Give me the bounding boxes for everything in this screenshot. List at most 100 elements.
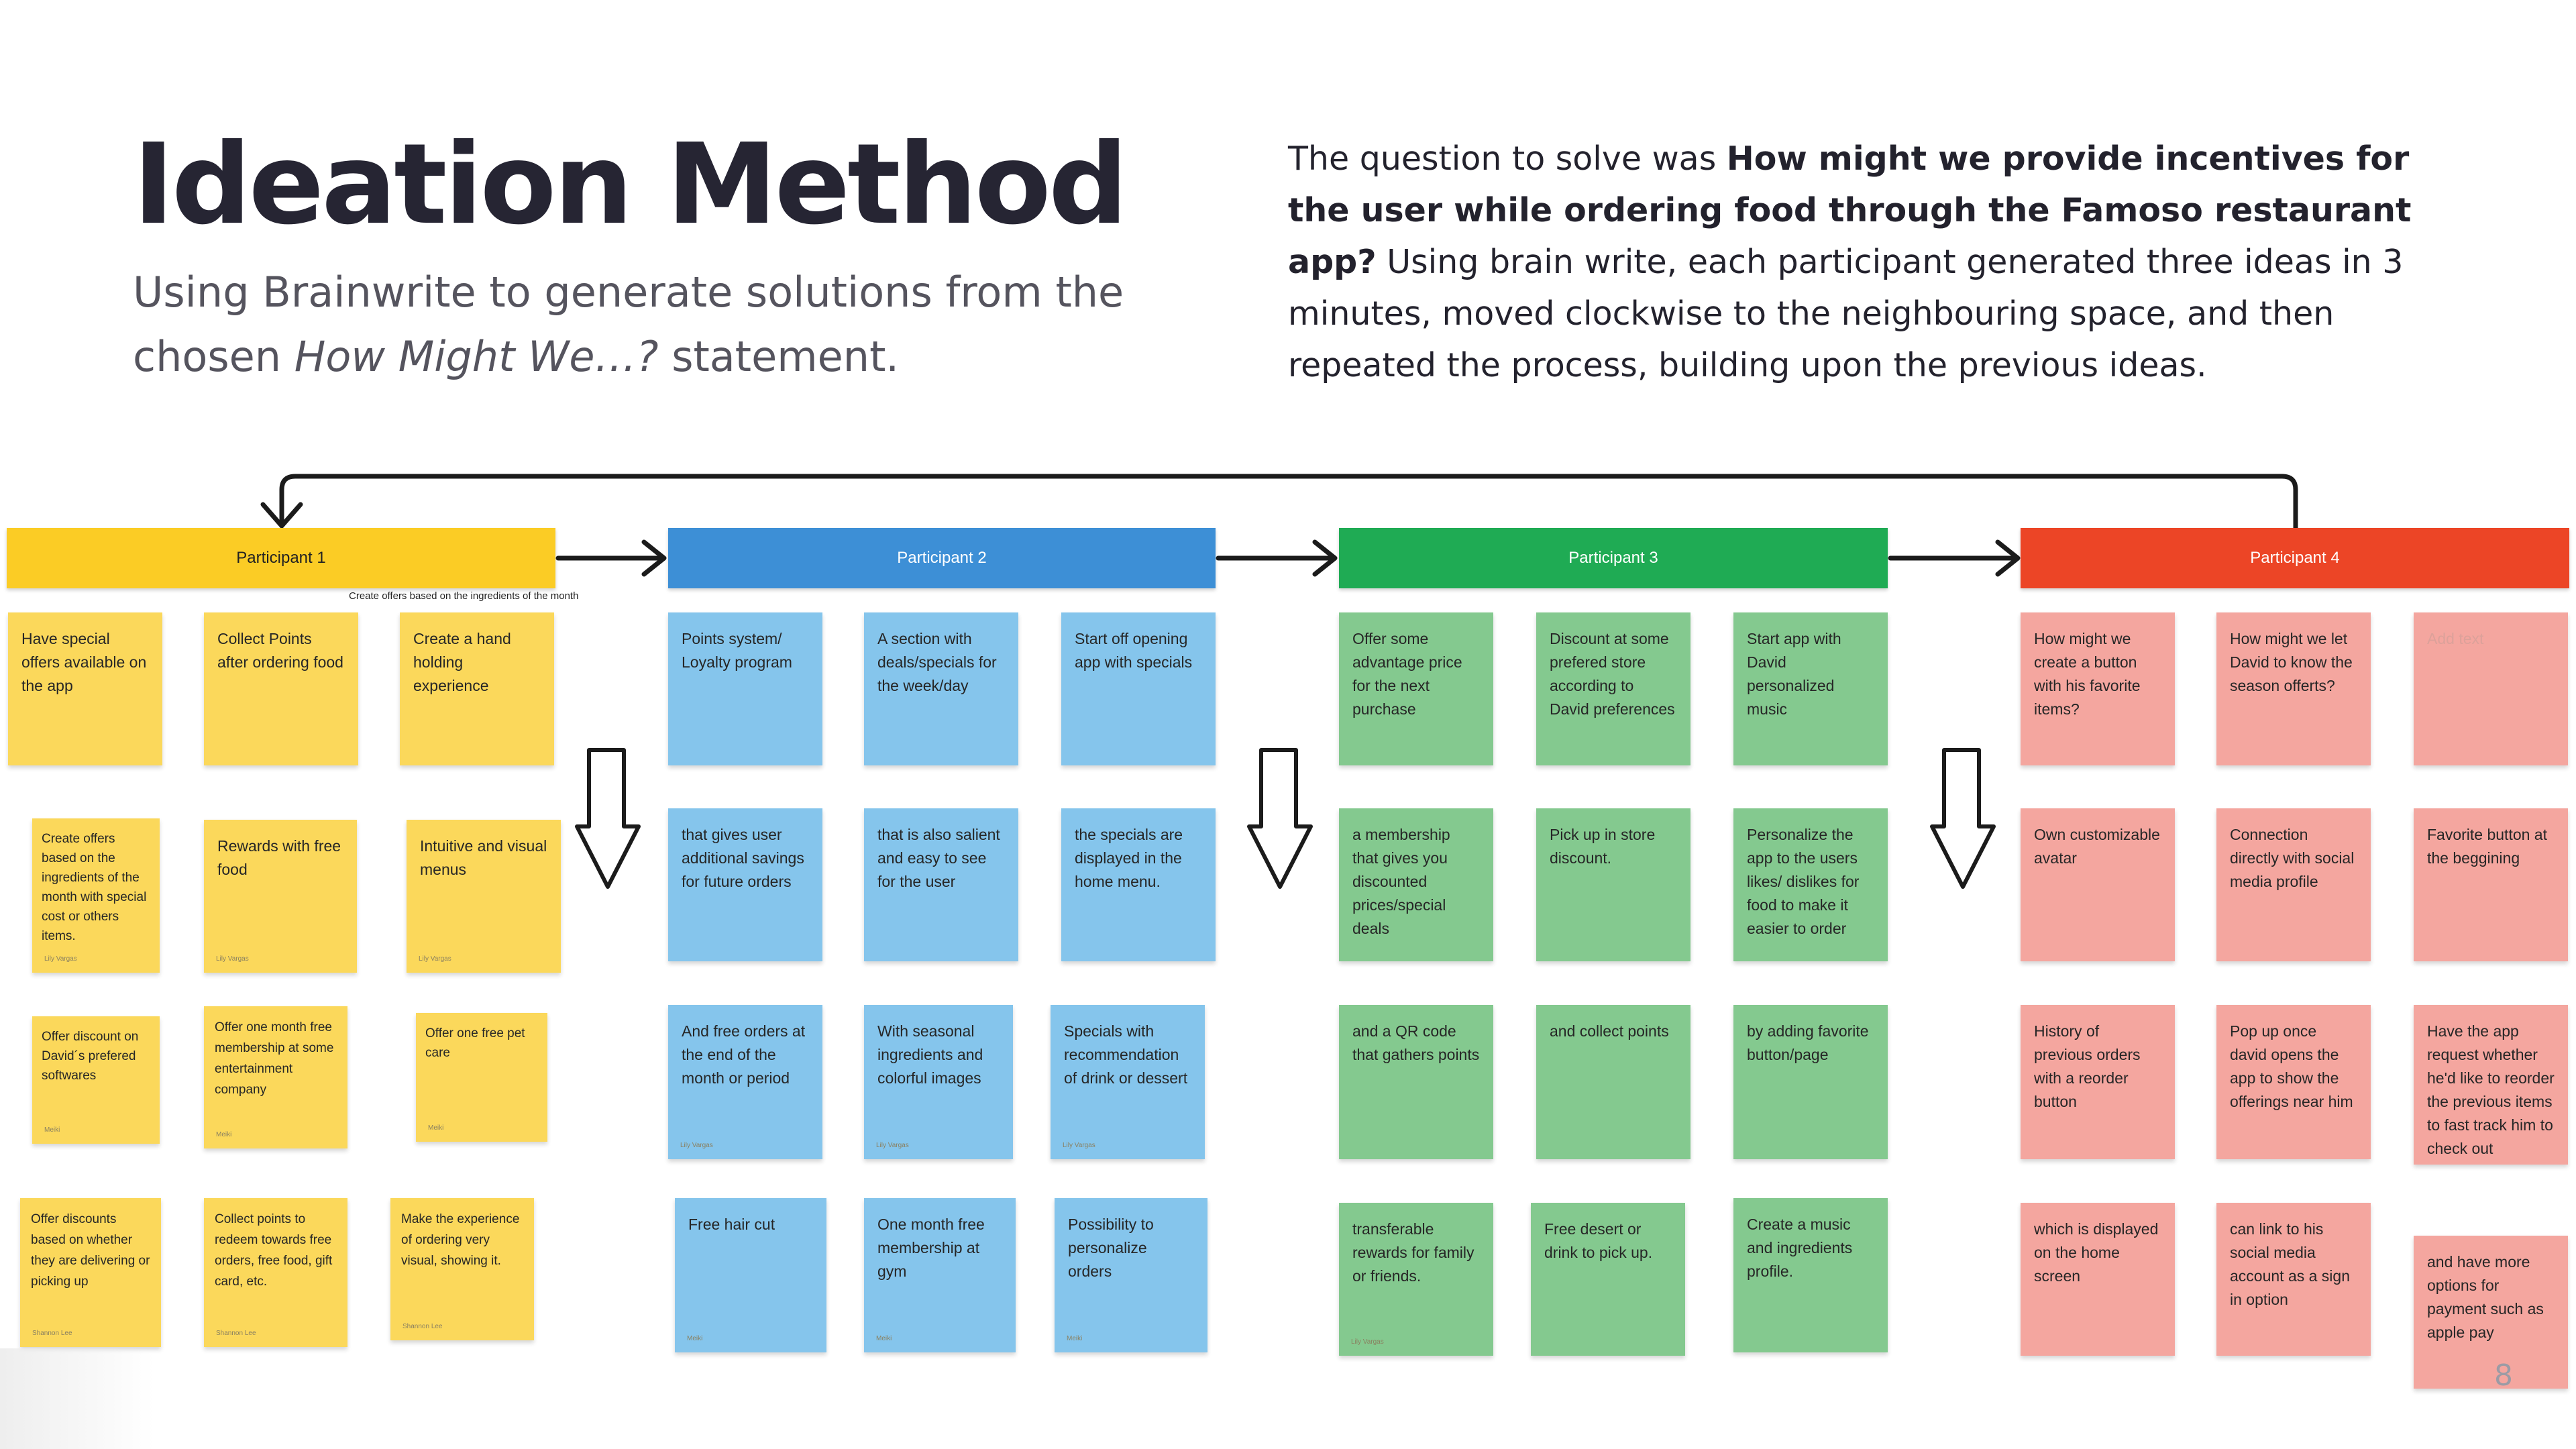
note-author: Lily Vargas xyxy=(1351,1338,1384,1346)
participant-1-caption: Create offers based on the ingredients o… xyxy=(349,590,579,602)
note-text: Start off opening app with specials xyxy=(1075,630,1193,671)
sticky-note[interactable]: that gives user additional savings for f… xyxy=(668,808,822,961)
note-text: Have the app request whether he'd like t… xyxy=(2427,1022,2555,1157)
sticky-note[interactable]: Favorite button at the beggining xyxy=(2414,808,2568,961)
note-text: Connection directly with social media pr… xyxy=(2230,826,2355,890)
sticky-note[interactable]: How might we let David to know the seaso… xyxy=(2216,612,2371,765)
slide-title: Ideation Method xyxy=(133,120,1128,250)
sticky-note[interactable]: and a QR code that gathers points xyxy=(1339,1005,1493,1159)
note-text: How might we create a button with his fa… xyxy=(2034,630,2141,718)
sticky-note[interactable]: Create a music and ingredients profile. xyxy=(1733,1198,1888,1352)
down-arrow-2 xyxy=(1247,748,1313,889)
note-author: Shannon Lee xyxy=(402,1323,443,1330)
down-arrow-3 xyxy=(1930,748,1996,889)
sticky-note[interactable]: Have the app request whether he'd like t… xyxy=(2414,1005,2568,1165)
sticky-note[interactable]: A section with deals/specials for the we… xyxy=(864,612,1018,765)
note-author: Lily Vargas xyxy=(419,955,451,963)
participant-2-header: Participant 2 xyxy=(668,528,1216,588)
note-text: Free desert or drink to pick up. xyxy=(1544,1220,1653,1261)
slide-description: The question to solve was How might we p… xyxy=(1288,133,2428,391)
sticky-note[interactable]: Have special offers available on the app xyxy=(8,612,162,765)
note-text: transferable rewards for family or frien… xyxy=(1352,1220,1474,1285)
sticky-note[interactable]: Offer some advantage price for the next … xyxy=(1339,612,1493,765)
note-author: Meiki xyxy=(876,1335,892,1342)
note-text: Collect points to redeem towards free or… xyxy=(215,1212,333,1289)
note-author: Lily Vargas xyxy=(44,955,77,963)
down-arrow-1 xyxy=(575,748,641,889)
note-author: Lily Vargas xyxy=(216,955,249,963)
sticky-note[interactable]: Start app with David personalized music xyxy=(1733,612,1888,765)
note-text: Pop up once david opens the app to show … xyxy=(2230,1022,2353,1110)
note-text: Offer discounts based on whether they ar… xyxy=(31,1212,150,1289)
sticky-note[interactable]: Specials with recommendation of drink or… xyxy=(1051,1005,1205,1159)
note-author: Meiki xyxy=(1067,1335,1083,1342)
sticky-note[interactable]: the specials are displayed in the home m… xyxy=(1061,808,1216,961)
arrow-p1-p2 xyxy=(555,539,667,577)
sticky-note[interactable]: How might we create a button with his fa… xyxy=(2021,612,2175,765)
sticky-note[interactable]: Collect Points after ordering food xyxy=(204,612,358,765)
sticky-note[interactable]: Own customizable avatar xyxy=(2021,808,2175,961)
loop-arrow-head xyxy=(260,502,303,529)
sticky-note[interactable]: With seasonal ingredients and colorful i… xyxy=(864,1005,1013,1159)
participant-4-header: Participant 4 xyxy=(2021,528,2569,588)
sticky-note[interactable]: History of previous orders with a reorde… xyxy=(2021,1005,2175,1159)
note-text: Offer discount on David´s prefered softw… xyxy=(42,1030,139,1083)
note-text: Create a hand holding experience xyxy=(413,630,511,694)
note-text: And free orders at the end of the month … xyxy=(682,1022,806,1087)
note-text: Specials with recommendation of drink or… xyxy=(1064,1022,1188,1087)
sticky-note[interactable]: Pop up once david opens the app to show … xyxy=(2216,1005,2371,1159)
note-text: Offer one month free membership at some … xyxy=(215,1020,334,1097)
note-text: Start app with David personalized music xyxy=(1747,630,1841,718)
subtitle-text: Using Brainwrite to generate solutions f… xyxy=(133,268,1124,381)
sticky-note[interactable]: can link to his social media account as … xyxy=(2216,1203,2371,1356)
sticky-note[interactable]: Points system/ Loyalty program xyxy=(668,612,822,765)
arrow-p2-p3 xyxy=(1216,539,1338,577)
note-text: Intuitive and visual menus xyxy=(420,837,547,878)
note-text: Favorite button at the beggining xyxy=(2427,826,2547,867)
sticky-note[interactable]: Create a hand holding experience xyxy=(400,612,554,765)
sticky-note[interactable]: Pick up in store discount. xyxy=(1536,808,1690,961)
note-text: Own customizable avatar xyxy=(2034,826,2160,867)
sticky-note[interactable]: Free desert or drink to pick up. xyxy=(1531,1203,1685,1356)
note-text: A section with deals/specials for the we… xyxy=(877,630,997,694)
sticky-note[interactable]: which is displayed on the home screen xyxy=(2021,1203,2175,1356)
note-text: and a QR code that gathers points xyxy=(1352,1022,1480,1063)
description-text: The question to solve was xyxy=(1288,140,1727,178)
note-text: Personalize the app to the users likes/ … xyxy=(1747,826,1860,937)
sticky-note[interactable]: and collect points xyxy=(1536,1005,1690,1159)
description-text-end: Using brain write, each participant gene… xyxy=(1288,243,2404,384)
sticky-note[interactable]: Personalize the app to the users likes/ … xyxy=(1733,808,1888,961)
note-placeholder-text: Add text xyxy=(2427,630,2484,647)
sticky-note[interactable]: and have more options for payment such a… xyxy=(2414,1236,2568,1389)
sticky-note[interactable]: that is also salient and easy to see for… xyxy=(864,808,1018,961)
note-text: History of previous orders with a reorde… xyxy=(2034,1022,2141,1110)
arrow-p3-p4 xyxy=(1888,539,2021,577)
sticky-note[interactable]: Offer one month free membership at some … xyxy=(204,1006,347,1148)
sticky-note-empty[interactable]: Add text xyxy=(2414,612,2568,765)
corner-shadow xyxy=(0,1348,154,1449)
sticky-note[interactable]: Connection directly with social media pr… xyxy=(2216,808,2371,961)
note-text: a membership that gives you discounted p… xyxy=(1352,826,1450,937)
participant-1-label: Participant 1 xyxy=(236,549,326,567)
sticky-note[interactable]: And free orders at the end of the month … xyxy=(668,1005,822,1159)
note-author: Meiki xyxy=(216,1131,232,1138)
sticky-note[interactable]: Offer discounts based on whether they ar… xyxy=(20,1198,161,1347)
sticky-note[interactable]: Start off opening app with specials xyxy=(1061,612,1216,765)
participant-2-label: Participant 2 xyxy=(897,549,987,567)
sticky-note[interactable]: Collect points to redeem towards free or… xyxy=(204,1198,347,1347)
sticky-note[interactable]: transferable rewards for family or frien… xyxy=(1339,1203,1493,1356)
sticky-note[interactable]: Offer discount on David´s prefered softw… xyxy=(32,1016,160,1144)
note-text: With seasonal ingredients and colorful i… xyxy=(877,1022,983,1087)
sticky-note[interactable]: by adding favorite button/page xyxy=(1733,1005,1888,1159)
sticky-note[interactable]: Create offers based on the ingredients o… xyxy=(32,818,160,973)
sticky-note[interactable]: a membership that gives you discounted p… xyxy=(1339,808,1493,961)
sticky-note[interactable]: Discount at some prefered store accordin… xyxy=(1536,612,1690,765)
sticky-note[interactable]: Make the experience of ordering very vis… xyxy=(390,1198,534,1340)
note-text: How might we let David to know the seaso… xyxy=(2230,630,2353,694)
